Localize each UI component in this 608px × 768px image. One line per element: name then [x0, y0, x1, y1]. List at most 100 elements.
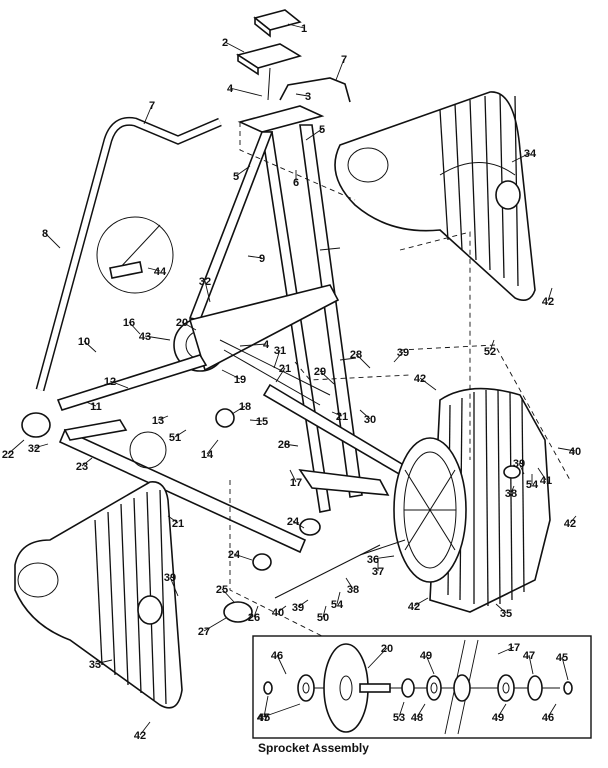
flywheel — [359, 387, 551, 613]
callout-leader-33 — [94, 659, 113, 665]
part-callout-39: 39 — [292, 602, 304, 614]
callout-leader-27 — [203, 617, 227, 632]
callout-leader-39 — [297, 599, 309, 608]
callout-leader-39 — [393, 351, 404, 363]
part-callout-28: 28 — [350, 349, 362, 361]
callout-leader-49 — [425, 654, 435, 675]
callout-leader-28 — [355, 353, 371, 369]
flywheel-shroud-right-upper — [334, 91, 536, 301]
part-callout-14: 14 — [201, 449, 214, 461]
callout-leader-24 — [233, 553, 253, 561]
callout-leader-29 — [319, 370, 335, 385]
part-callout-4: 4 — [263, 339, 270, 351]
callout-leader-7 — [143, 104, 153, 125]
part-callout-4: 4 — [227, 83, 234, 95]
callout-leader-46 — [547, 703, 557, 718]
part-callout-44: 44 — [154, 266, 167, 278]
part-callout-1: 1 — [301, 23, 307, 35]
callout-leader-39 — [169, 576, 179, 597]
part-callout-21: 21 — [172, 518, 184, 530]
part-callout-35: 35 — [500, 608, 512, 620]
assembly-guide-lines — [229, 122, 571, 641]
callout-leader-17 — [289, 469, 297, 483]
part-callout-3: 3 — [305, 91, 311, 103]
part-callout-24: 24 — [287, 516, 300, 528]
callout-leader-1 — [287, 23, 305, 29]
callout-leader-24 — [292, 520, 305, 529]
part-callout-37: 37 — [372, 566, 384, 578]
part-callout-52: 52 — [484, 346, 496, 358]
callout-leader-14 — [206, 439, 219, 455]
callout-leader-28 — [283, 443, 299, 447]
part-callout-33: 33 — [89, 659, 101, 671]
part-callout-48: 48 — [411, 712, 423, 724]
part-callout-31: 31 — [274, 345, 286, 357]
callout-leader-8 — [44, 232, 61, 249]
part-callout-2: 2 — [222, 37, 228, 49]
callout-leader-42 — [419, 377, 437, 391]
part-callout-43: 43 — [139, 331, 151, 343]
part-callout-49: 49 — [492, 712, 504, 724]
part-callout-50: 50 — [317, 612, 329, 624]
part-callout-6: 6 — [293, 177, 299, 189]
part-callout-20: 20 — [381, 643, 393, 655]
part-callout-42: 42 — [542, 296, 554, 308]
part-callout-51: 51 — [169, 432, 181, 444]
part-callout-40: 40 — [569, 446, 581, 458]
callout-leader-52 — [489, 339, 495, 352]
callout-leader-53 — [398, 701, 405, 718]
callout-leader-41 — [537, 467, 547, 481]
callout-leader-42 — [547, 287, 553, 302]
callout-leader-51 — [174, 429, 187, 438]
part-callout-40: 40 — [272, 607, 284, 619]
part-callout-20: 20 — [176, 317, 188, 329]
part-callout-8: 8 — [42, 228, 48, 240]
part-callout-25: 25 — [216, 584, 228, 596]
flywheel-shroud-left-lower — [14, 481, 183, 709]
callout-leader-11 — [85, 401, 97, 407]
part-callout-32: 32 — [199, 276, 211, 288]
part-callout-46: 46 — [271, 650, 283, 662]
seat-assembly — [236, 9, 325, 133]
callout-leader-2 — [224, 41, 245, 53]
part-callout-30: 30 — [364, 414, 376, 426]
part-callout-53: 53 — [393, 712, 405, 724]
sprocket-assembly-caption: Sprocket Assembly — [258, 741, 369, 755]
part-callout-38: 38 — [347, 584, 359, 596]
part-callout-17: 17 — [508, 642, 520, 654]
handlebars — [35, 77, 351, 392]
callout-leader-36 — [372, 555, 395, 560]
callout-leader-23 — [81, 457, 93, 467]
part-callout-24: 24 — [228, 549, 241, 561]
callout-leader-5 — [235, 165, 251, 177]
part-callout-39: 39 — [164, 572, 176, 584]
callout-leader-38 — [345, 577, 354, 590]
part-callout-54: 54 — [331, 599, 344, 611]
part-callout-16: 16 — [123, 317, 135, 329]
callout-leader-15 — [249, 419, 263, 422]
callout-leader-40 — [557, 447, 576, 452]
callout-leader-21 — [275, 367, 286, 383]
callout-leader-9 — [247, 255, 263, 259]
part-callout-17: 17 — [290, 477, 302, 489]
callout-leader-43 — [144, 335, 171, 341]
part-callout-29: 29 — [314, 366, 326, 378]
callout-leader-38 — [510, 485, 515, 494]
callout-leader-31 — [273, 349, 281, 369]
part-callout-45: 45 — [556, 652, 568, 664]
callout-leader-21 — [331, 411, 343, 417]
part-callout-28: 28 — [278, 439, 290, 451]
callout-leader-54 — [336, 591, 341, 605]
callout-leader-22 — [7, 439, 25, 455]
part-callout-32: 32 — [28, 443, 40, 455]
callout-leader-10 — [83, 340, 97, 353]
callout-leader-44 — [147, 267, 161, 272]
callout-leader-4 — [239, 343, 267, 347]
base-tubes — [21, 354, 414, 623]
part-callout-10: 10 — [78, 336, 90, 348]
callout-leader-39 — [518, 462, 525, 475]
callout-leader-45 — [263, 695, 269, 718]
part-callout-42: 42 — [134, 730, 146, 742]
callout-leader-40 — [277, 605, 287, 613]
